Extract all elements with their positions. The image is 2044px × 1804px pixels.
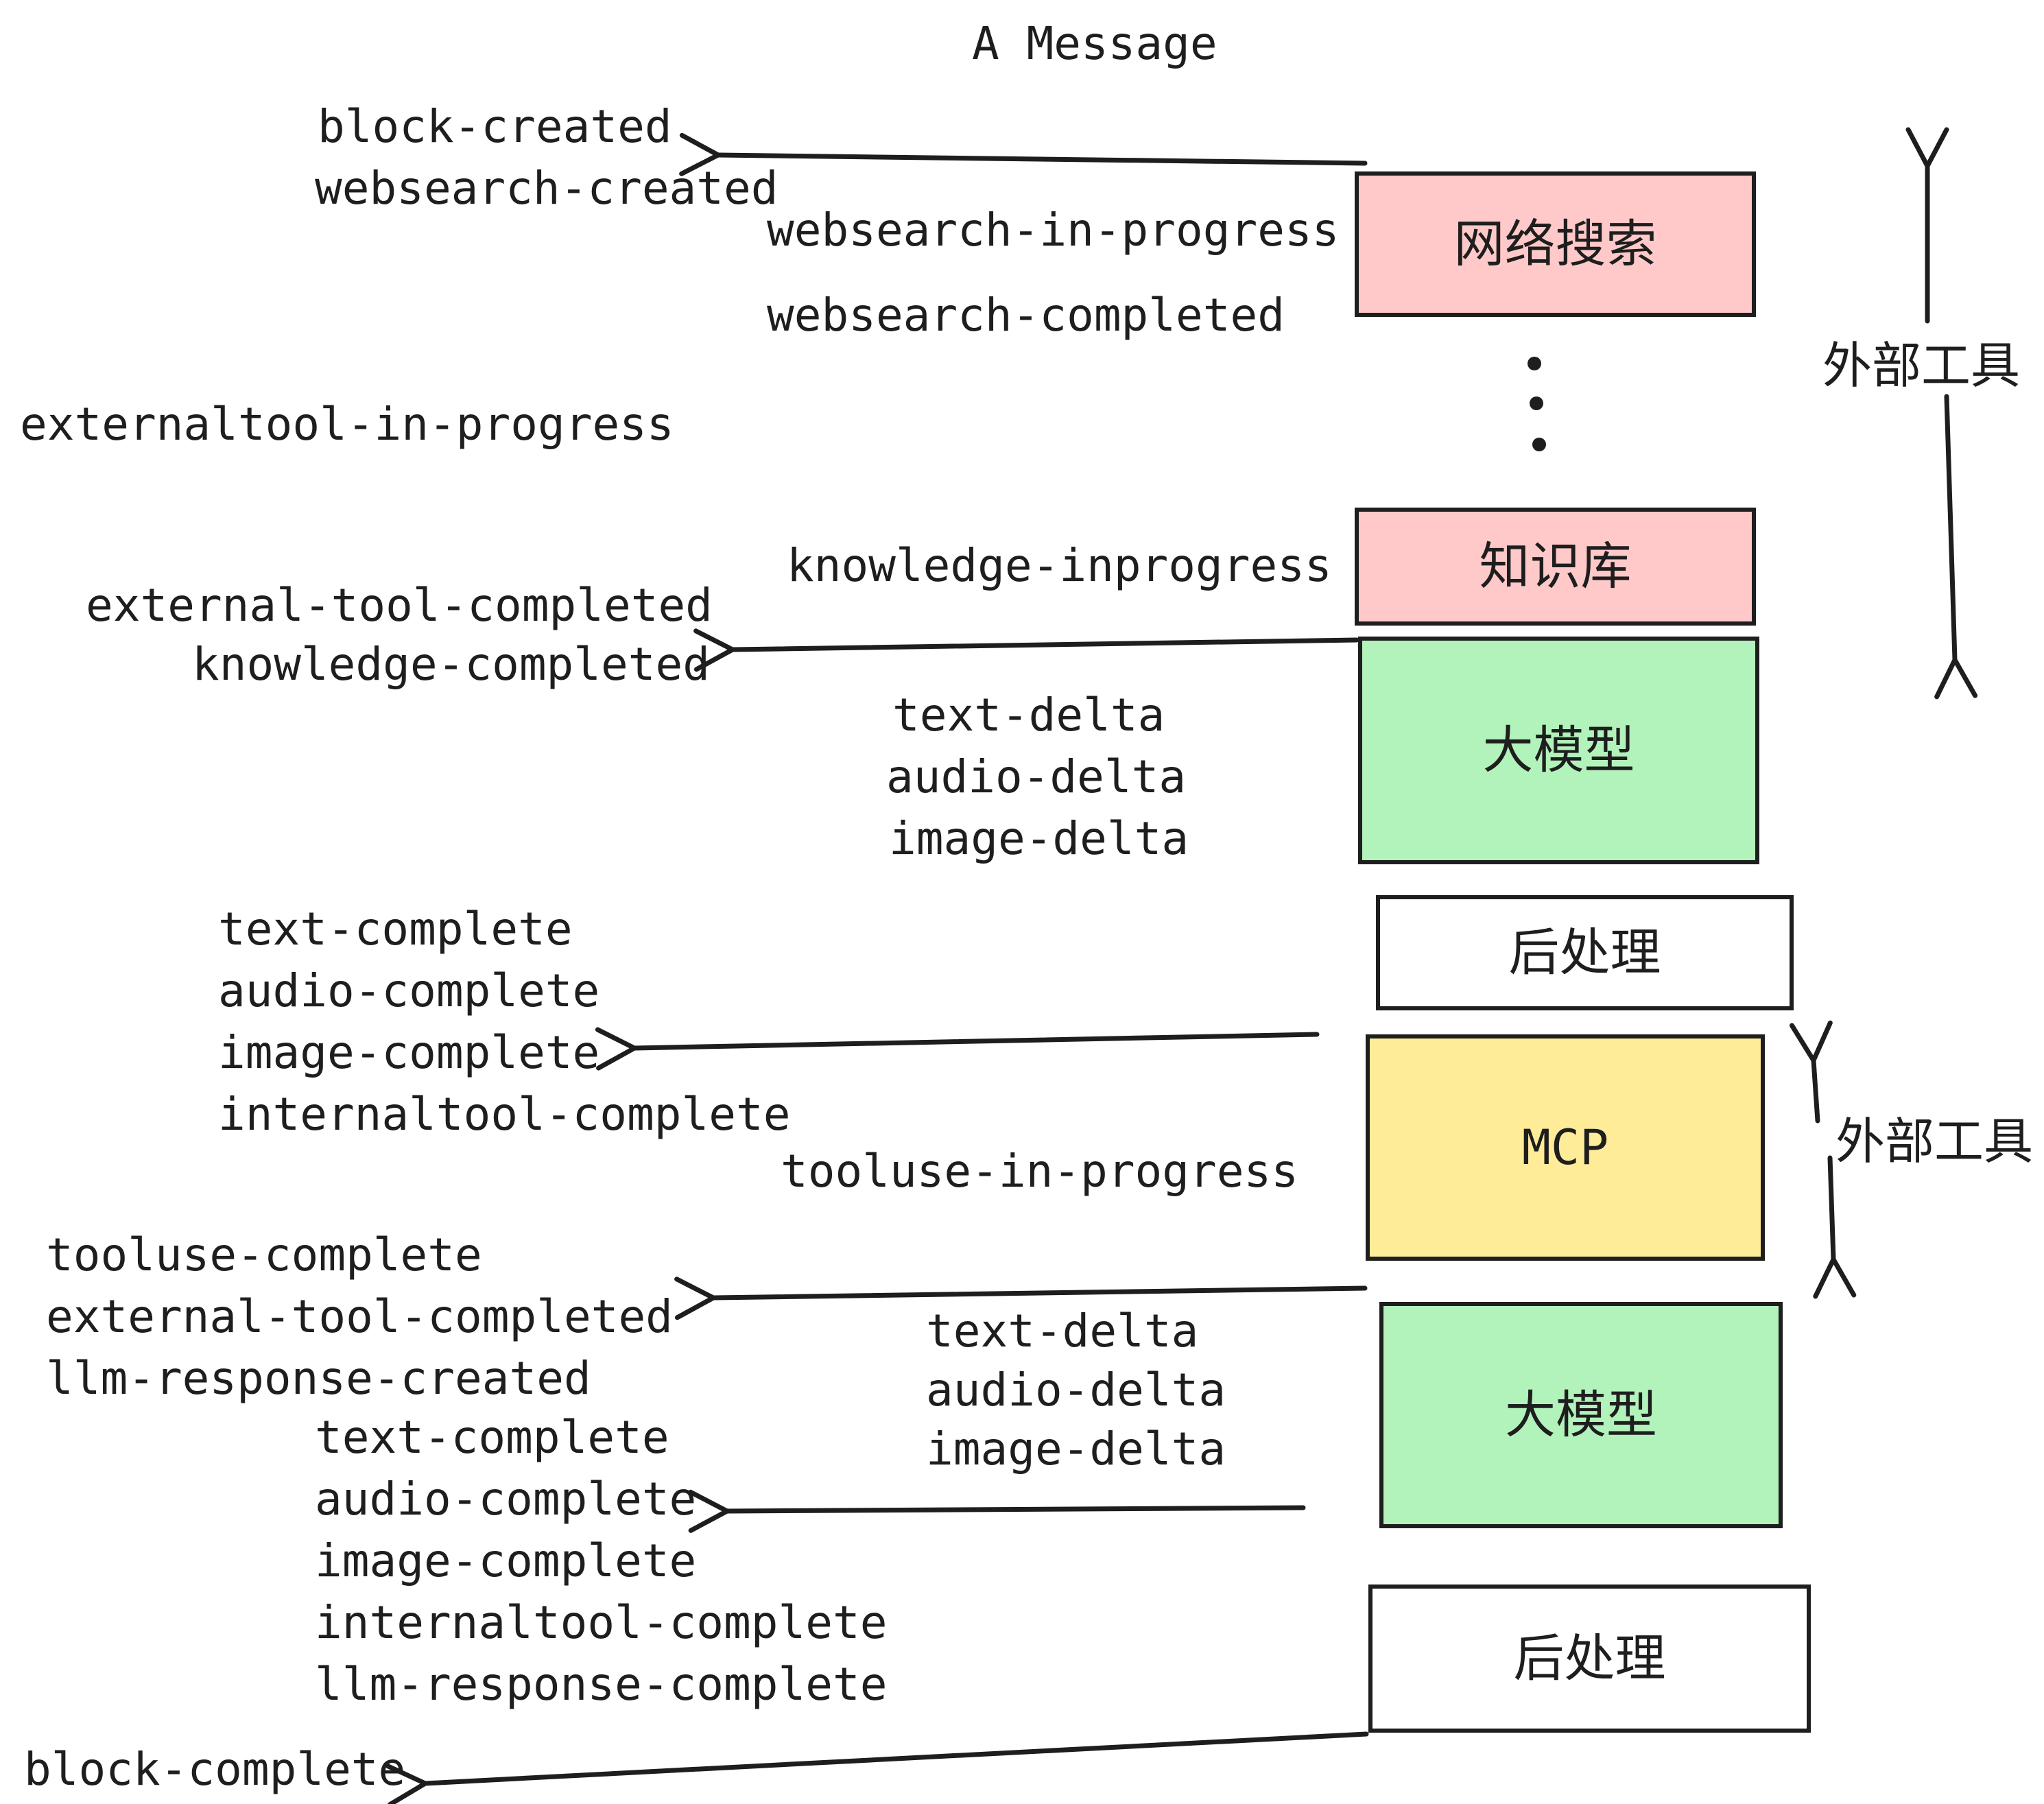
arrow-block-complete — [385, 1731, 1369, 1804]
box-websearch-label: 网络搜索 — [1453, 215, 1657, 274]
box-postprocess-1: 后处理 — [1376, 895, 1794, 1010]
event-label-image-delta-2: image-delta — [926, 1423, 1226, 1475]
external-tools-up-arrow-2 — [1789, 1020, 1833, 1124]
event-label-websearch-in-progress: websearch-in-progress — [767, 204, 1340, 257]
external-tools-label-1: 外部工具 — [1822, 337, 2021, 394]
ellipsis-dots-icon — [1528, 357, 1546, 451]
box-llm-2: 大模型 — [1379, 1302, 1783, 1528]
event-label-text-complete-2: text-complete — [315, 1411, 669, 1464]
box-llm-1: 大模型 — [1358, 637, 1759, 864]
event-label-external-tool-completed: external-tool-completed — [86, 579, 713, 632]
event-label-block-complete: block-complete — [24, 1743, 406, 1796]
event-label-audio-delta-1: audio-delta — [886, 750, 1187, 803]
event-label-websearch-created: websearch-created — [315, 162, 779, 215]
box-postprocess-2: 后处理 — [1368, 1585, 1811, 1733]
box-postprocess-1-label: 后处理 — [1508, 923, 1661, 982]
external-tools-down-arrow-2 — [1813, 1155, 1857, 1299]
box-knowledge-label: 知识库 — [1479, 537, 1632, 596]
external-tools-down-arrow-1 — [1934, 394, 1978, 700]
event-label-llm-response-complete: llm-response-complete — [315, 1658, 888, 1711]
arrow-websearch-created — [679, 132, 1368, 176]
event-label-websearch-completed: websearch-completed — [767, 289, 1285, 342]
box-websearch: 网络搜索 — [1355, 171, 1756, 317]
diagram-title: A Message — [972, 17, 1217, 70]
event-label-image-complete-2: image-complete — [315, 1534, 697, 1587]
event-label-knowledge-completed: knowledge-completed — [192, 638, 710, 691]
arrow-image-complete — [595, 1027, 1320, 1071]
event-label-internaltool-complete-2: internaltool-complete — [315, 1596, 888, 1649]
event-label-image-delta-1: image-delta — [889, 812, 1189, 865]
box-llm-2-label: 大模型 — [1505, 1386, 1657, 1445]
arrow-tooluse-complete — [674, 1277, 1368, 1320]
event-label-llm-response-created: llm-response-created — [46, 1352, 591, 1405]
arrow-knowledge-completed — [693, 628, 1359, 672]
event-label-externaltool-in-progress: externaltool-in-progress — [20, 398, 674, 451]
event-label-tooluse-complete: tooluse-complete — [46, 1229, 482, 1281]
event-label-audio-delta-2: audio-delta — [926, 1364, 1226, 1416]
arrow-audio-complete — [688, 1489, 1306, 1533]
event-label-text-complete-1: text-complete — [218, 903, 573, 956]
external-tools-label-2: 外部工具 — [1835, 1113, 2034, 1170]
box-llm-1-label: 大模型 — [1482, 721, 1635, 780]
box-mcp-label: MCP — [1521, 1119, 1609, 1176]
box-knowledge: 知识库 — [1355, 508, 1756, 626]
box-postprocess-2-label: 后处理 — [1513, 1629, 1666, 1688]
event-label-tooluse-in-progress: tooluse-in-progress — [781, 1145, 1298, 1198]
event-label-audio-complete-1: audio-complete — [218, 964, 600, 1017]
event-label-image-complete-1: image-complete — [218, 1026, 600, 1079]
event-label-audio-complete-2: audio-complete — [315, 1473, 697, 1526]
event-label-external-tool-completed-2: external-tool-completed — [46, 1290, 673, 1343]
event-label-text-delta-1: text-delta — [892, 689, 1165, 741]
event-label-text-delta-2: text-delta — [926, 1305, 1199, 1357]
event-label-block-created: block-created — [318, 100, 672, 153]
event-label-knowledge-inprogress: knowledge-inprogress — [787, 539, 1332, 592]
box-mcp: MCP — [1366, 1034, 1765, 1261]
event-label-internaltool-complete-1: internaltool-complete — [218, 1088, 791, 1141]
